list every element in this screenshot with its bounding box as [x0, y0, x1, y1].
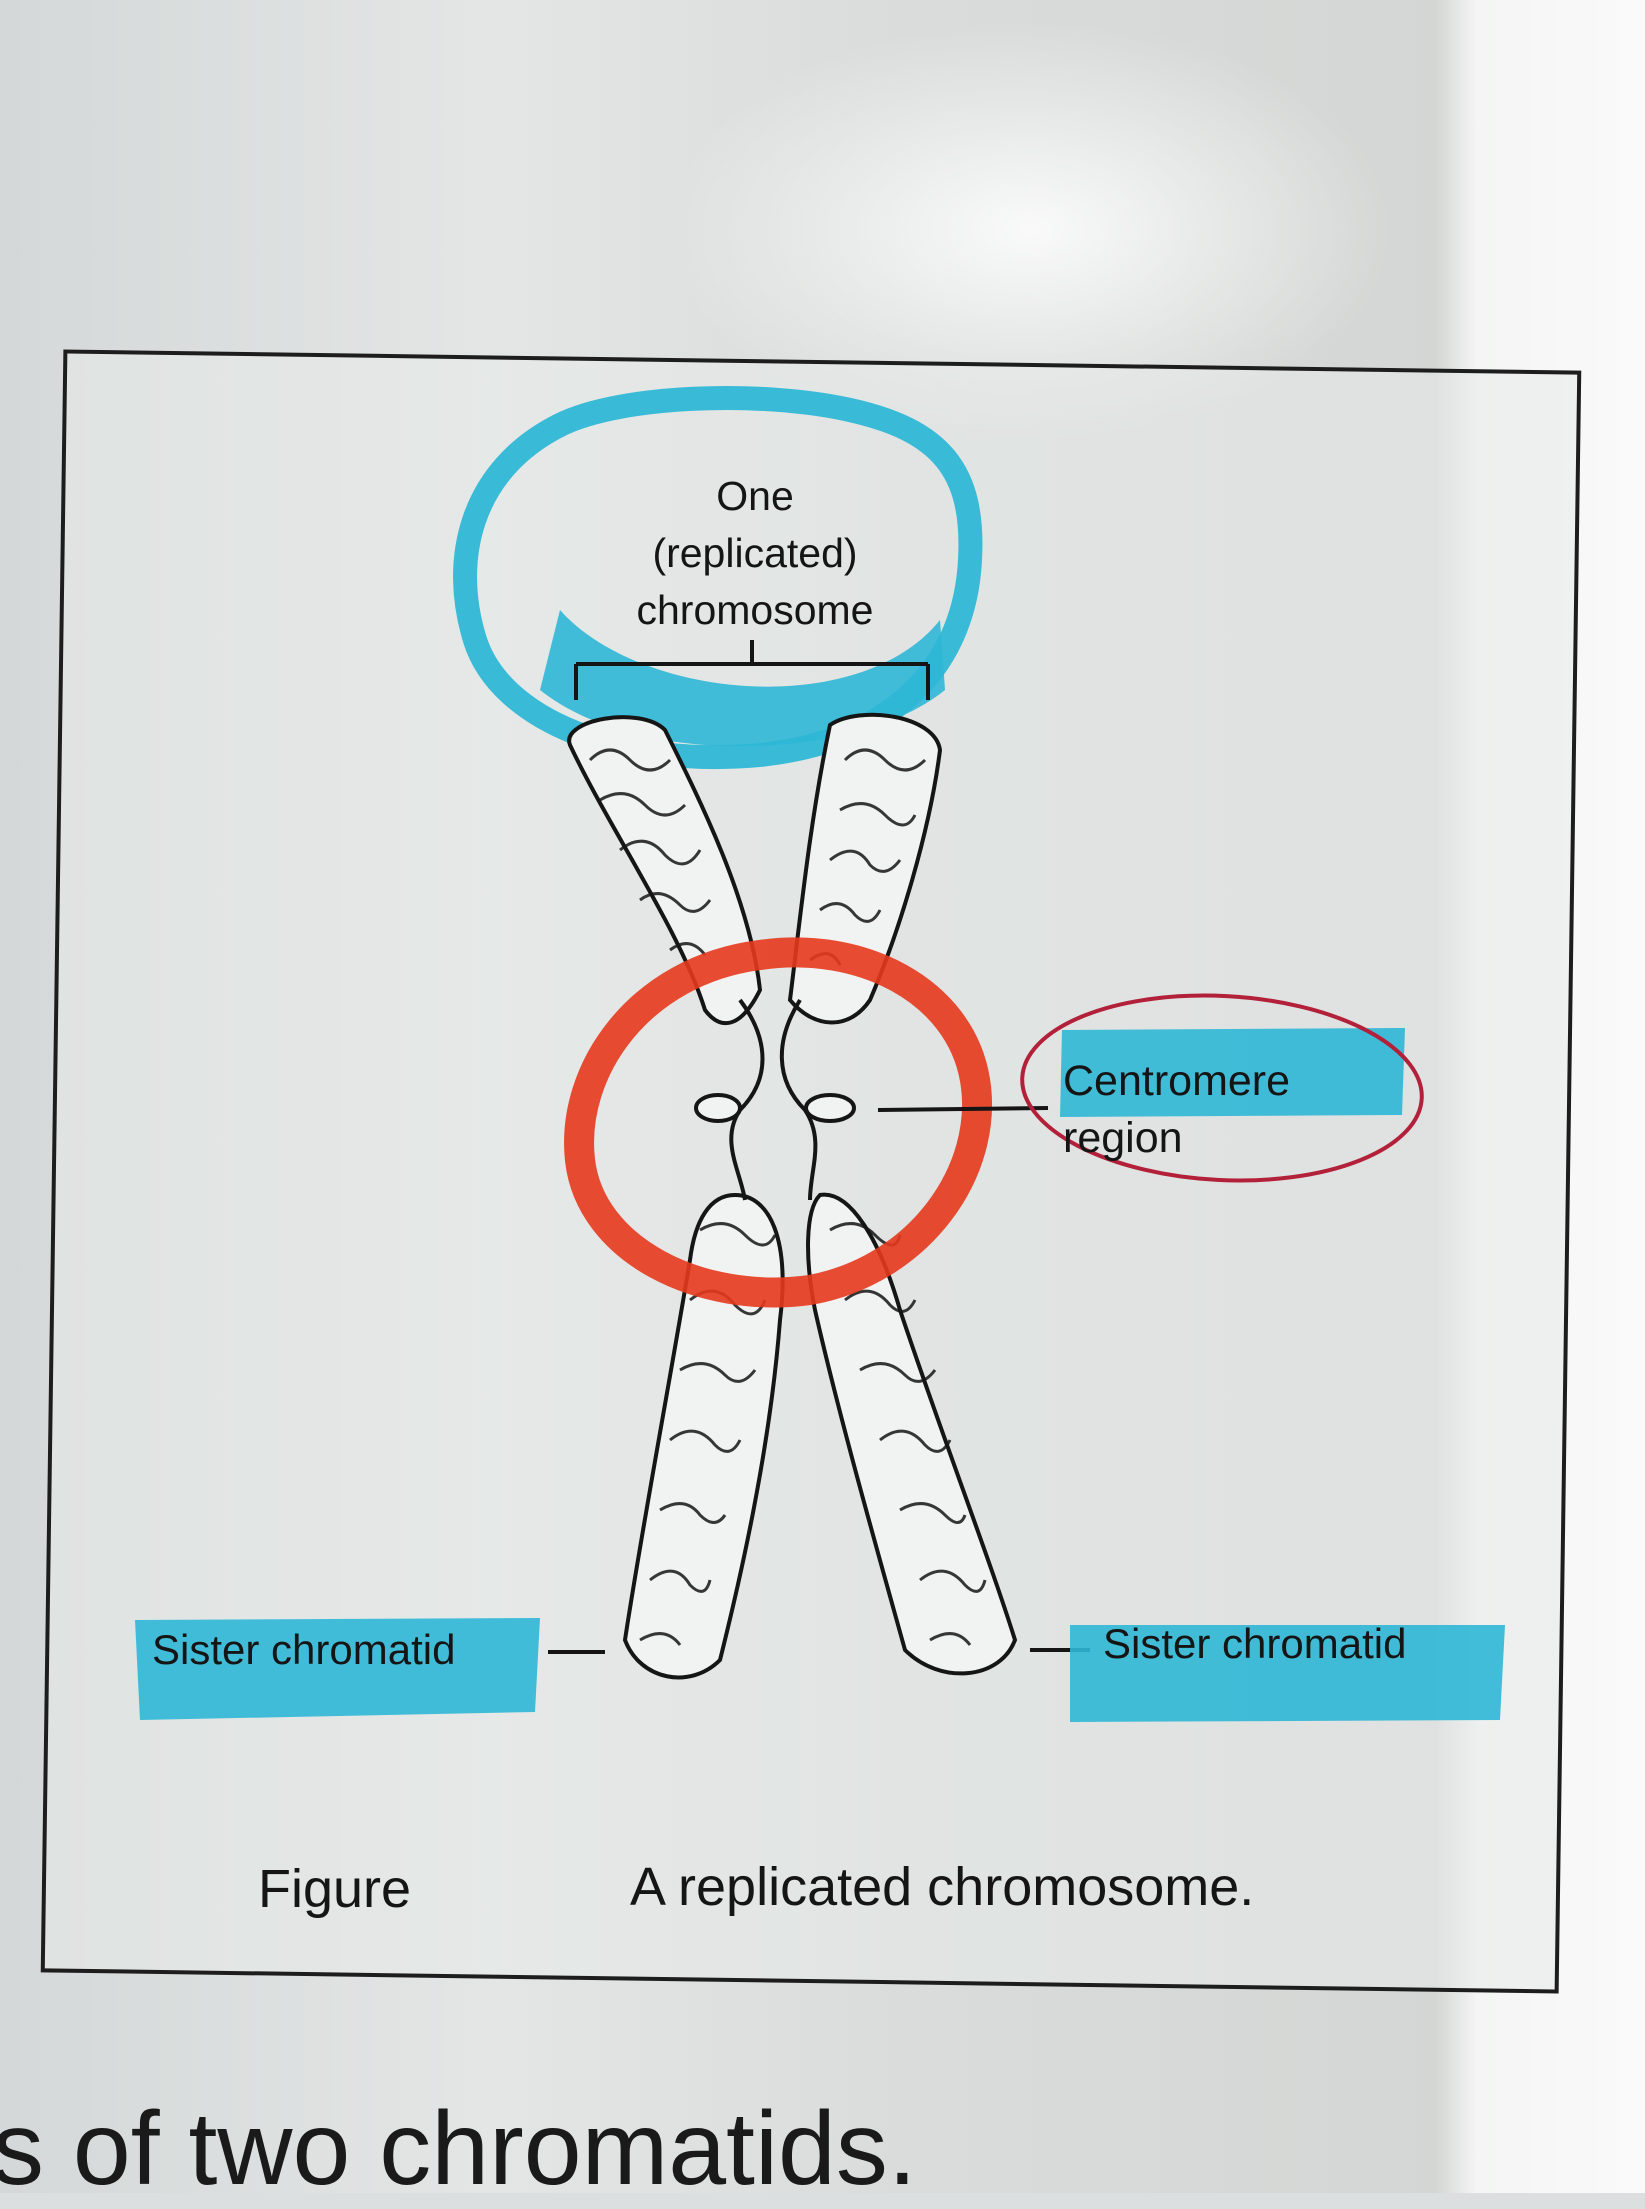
- centromere-label-highlight: [1060, 1028, 1405, 1117]
- figure-caption-text: A replicated chromosome.: [630, 1857, 1255, 1917]
- page-body-text: s of two chromatids.: [0, 2091, 917, 2207]
- chromatin-coils: [588, 748, 987, 1646]
- sister-right-highlight: [1070, 1625, 1505, 1722]
- title-highlight-fill: [540, 610, 945, 747]
- sister-chromatid-left-label: Sister chromatid: [152, 1626, 456, 1673]
- centromere-oval-left: [694, 1093, 742, 1123]
- figure-caption-label: Figure: [258, 1859, 412, 1919]
- chromatid-right: [779, 712, 1018, 1676]
- centromere-leader-line: [877, 1106, 1049, 1112]
- centromere-label-pen-circle: [1020, 993, 1424, 1183]
- centromere-label-line: region: [1063, 1114, 1183, 1162]
- centromere-highlight-circle: [564, 937, 992, 1308]
- title-line: (replicated): [652, 530, 858, 576]
- title-line: One: [716, 473, 794, 519]
- sister-left-highlight: [135, 1618, 540, 1720]
- chromosome-bracket: [574, 640, 930, 700]
- sister-chromatid-right-label: Sister chromatid: [1103, 1620, 1407, 1667]
- centromere-oval-right: [804, 1093, 856, 1123]
- centromere-label-line: Centromere: [1063, 1057, 1291, 1105]
- diagram-title: One (replicated) chromosome: [575, 468, 935, 639]
- centromere-label: Centromere region: [1063, 1053, 1290, 1167]
- title-line: chromosome: [636, 587, 874, 633]
